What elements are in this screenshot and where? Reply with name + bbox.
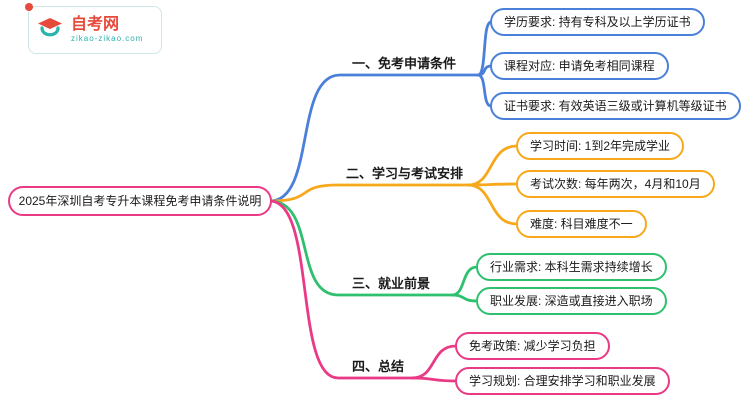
leaf-node-4-1: 免考政策: 减少学习负担 xyxy=(455,332,610,360)
leaf-node-4-2: 学习规划: 合理安排学习和职业发展 xyxy=(455,367,670,395)
leaf-curve-2-2 xyxy=(466,182,519,187)
root-node: 2025年深圳自考专升本课程免考申请条件说明 xyxy=(8,186,272,216)
leaf-node-2-1: 学习时间: 1到2年完成学业 xyxy=(516,132,685,160)
leaf-curve-2-3 xyxy=(466,183,519,226)
leaf-node-1-1: 学历要求: 持有专科及以上学历证书 xyxy=(490,8,705,36)
leaf-curve-4-1 xyxy=(410,344,458,380)
leaf-node-2-3: 难度: 科目难度不一 xyxy=(516,210,647,238)
logo: 自考网 zikao-zikao.com xyxy=(25,3,162,54)
logo-text: 自考网 zikao-zikao.com xyxy=(71,16,143,44)
branch-curve-1 xyxy=(268,73,480,203)
leaf-curve-3-2 xyxy=(450,293,479,303)
branch-label-4: 四、总结 xyxy=(352,359,405,374)
branch-label-1: 一、免考申请条件 xyxy=(352,56,457,71)
logo-title: 自考网 xyxy=(71,16,120,33)
branch-label-2: 二、学习与考试安排 xyxy=(346,166,464,181)
leaf-curve-3-1 xyxy=(450,265,479,297)
leaf-node-1-3: 证书要求: 有效英语三级或计算机等级证书 xyxy=(490,92,741,120)
graduation-cap-book-icon xyxy=(38,18,62,37)
leaf-node-2-2: 考试次数: 每年两次，4月和10月 xyxy=(516,170,715,198)
leaf-curve-2-1 xyxy=(466,144,519,187)
leaf-node-3-2: 职业发展: 深造或直接进入职场 xyxy=(476,287,667,315)
leaf-node-1-2: 课程对应: 申请免考相同课程 xyxy=(490,52,669,80)
logo-dot xyxy=(25,3,33,11)
branch-label-3: 三、就业前景 xyxy=(352,276,431,291)
branch-curve-2 xyxy=(268,183,470,203)
leaf-curve-1-2 xyxy=(476,64,493,77)
logo-domain: zikao-zikao.com xyxy=(71,34,144,43)
leaf-curve-1-3 xyxy=(476,73,493,108)
leaf-curve-4-2 xyxy=(410,376,458,383)
leaf-node-3-1: 行业需求: 本科生需求持续增长 xyxy=(476,253,667,281)
